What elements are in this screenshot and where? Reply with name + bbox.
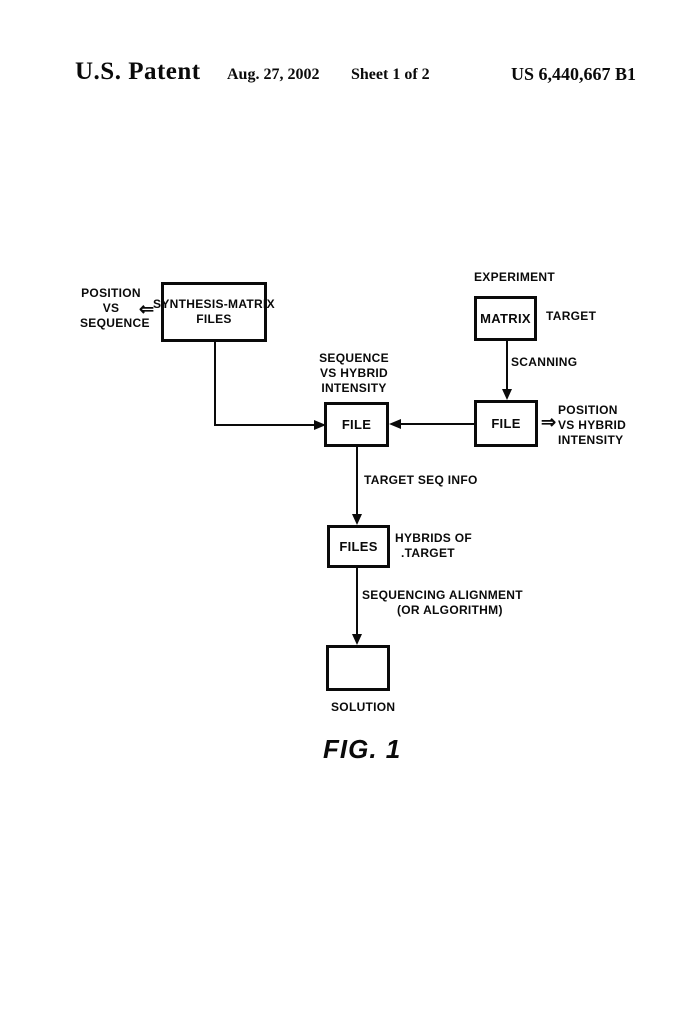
hybrids-of-target-line2: .TARGET [401, 546, 455, 560]
target-label: TARGET [546, 309, 597, 323]
arrowhead-into-fileseq-right [389, 419, 401, 429]
patent-date: Aug. 27, 2002 [227, 66, 320, 83]
arrowhead-into-files-top [352, 514, 362, 525]
arrowhead-into-filescan-top [502, 389, 512, 400]
position-vs-sequence-line3: SEQUENCE [80, 316, 150, 330]
synthesis-matrix-files-line1: SYNTHESIS-MATRIX [153, 297, 275, 311]
experiment-label: EXPERIMENT [474, 270, 556, 284]
hybrids-of-target-label: HYBRIDS OF .TARGET [395, 531, 472, 561]
position-vs-sequence-label: POSITION VS SEQUENCE [80, 286, 150, 331]
sequence-vs-hybrid-line3: INTENSITY [321, 381, 387, 395]
figure-caption: FIG. 1 [323, 734, 402, 764]
synthesis-matrix-files-box: SYNTHESIS-MATRIX FILES [153, 282, 275, 342]
sequencing-alignment-line1: SEQUENCING ALIGNMENT [362, 588, 523, 602]
arrowhead-into-solution-top [352, 634, 362, 645]
matrix-box-label: MATRIX [480, 311, 531, 326]
position-vs-hybrid-line2: VS HYBRID [558, 418, 627, 432]
position-vs-hybrid-intensity-label: POSITION VS HYBRID INTENSITY [558, 403, 626, 448]
sequence-vs-hybrid-line1: SEQUENCE [319, 351, 389, 365]
sequence-vs-hybrid-intensity-label: SEQUENCE VS HYBRID INTENSITY [319, 351, 389, 396]
sequence-vs-hybrid-line2: VS HYBRID [319, 366, 389, 380]
files-box: FILES [327, 525, 390, 568]
double-arrow-left-icon: ⇐ [139, 299, 155, 319]
patent-number: US 6,440,667 B1 [511, 64, 637, 84]
synthesis-matrix-files-line2: FILES [196, 312, 232, 326]
sheet-number: Sheet 1 of 2 [351, 66, 430, 83]
file-box-scanning-label: FILE [491, 416, 521, 431]
position-vs-sequence-line1: POSITION [81, 286, 141, 300]
double-arrow-right-icon: ⇒ [541, 412, 557, 432]
solution-box [326, 645, 390, 691]
sequencing-alignment-line2: (OR ALGORITHM) [397, 603, 503, 617]
position-vs-sequence-line2: VS [102, 301, 120, 315]
file-box-sequence-label: FILE [341, 417, 372, 432]
solution-label: SOLUTION [331, 700, 396, 714]
connector-synthesis-to-fileseq [214, 342, 315, 426]
position-vs-hybrid-line3: INTENSITY [558, 433, 624, 447]
file-box-scanning-output: FILE [474, 400, 538, 447]
sequencing-alignment-label: SEQUENCING ALIGNMENT (OR ALGORITHM) [362, 588, 523, 618]
hybrids-of-target-line1: HYBRIDS OF [395, 531, 473, 545]
scanning-label: SCANNING [511, 355, 578, 369]
file-box-sequence-intensity: FILE [324, 402, 389, 447]
position-vs-hybrid-line1: POSITION [558, 403, 618, 417]
matrix-box: MATRIX [474, 296, 537, 341]
target-seq-info-label: TARGET SEQ INFO [364, 473, 478, 487]
files-box-label: FILES [339, 539, 378, 554]
patent-label: U.S. Patent [75, 58, 201, 85]
